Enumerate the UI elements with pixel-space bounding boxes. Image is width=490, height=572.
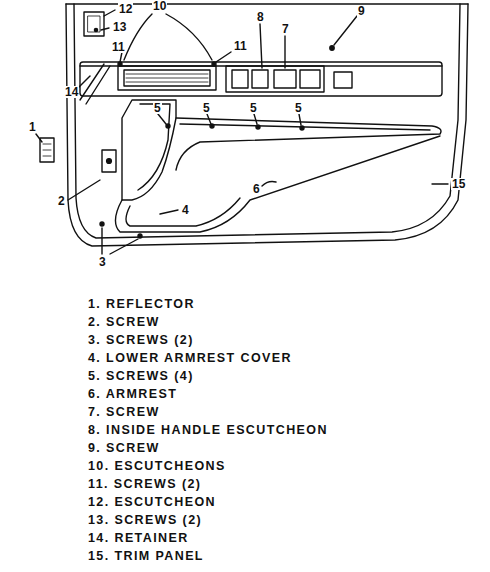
callout-number: 6 <box>252 183 261 195</box>
callout-number: 10 <box>152 0 167 12</box>
parts-list-entry: 4. LOWER ARMREST COVER <box>88 352 292 365</box>
parts-list-entry: 2. SCREW <box>88 316 160 329</box>
parts-list-entry: 13. SCREWS (2) <box>88 514 202 527</box>
parts-list-entry: 8. INSIDE HANDLE ESCUTCHEON <box>88 424 328 437</box>
parts-list-entry: 14. RETAINER <box>88 532 189 545</box>
parts-list-entry: 10. ESCUTCHEONS <box>88 460 226 473</box>
callout-number: 3 <box>98 256 107 268</box>
callout-number: 4 <box>181 204 190 216</box>
callout-number: 13 <box>112 21 127 33</box>
parts-list-entry: 1. REFLECTOR <box>88 298 195 311</box>
callout-number: 7 <box>281 23 290 35</box>
callout-number: 2 <box>57 195 66 207</box>
callout-number: 5 <box>202 102 211 114</box>
callout-number: 8 <box>256 11 265 23</box>
callout-number: 5 <box>249 102 258 114</box>
parts-list-entry: 15. TRIM PANEL <box>88 550 204 563</box>
callout-number: 14 <box>64 86 79 98</box>
callout-number: 5 <box>294 102 303 114</box>
parts-list-entry: 6. ARMREST <box>88 388 177 401</box>
parts-list-entry: 7. SCREW <box>88 406 160 419</box>
parts-list-entry: 11. SCREWS (2) <box>88 478 201 491</box>
callout-number: 5 <box>153 102 162 114</box>
parts-list-entry: 3. SCREWS (2) <box>88 334 194 347</box>
callout-number: 11 <box>233 40 248 52</box>
parts-list-entry: 12. ESCUTCHEON <box>88 496 216 509</box>
callout-number: 12 <box>118 3 133 15</box>
callout-number: 1 <box>28 121 37 133</box>
callout-number: 11 <box>111 41 126 53</box>
callout-number: 15 <box>451 178 466 190</box>
callout-number: 9 <box>357 5 366 17</box>
parts-list-entry: 5. SCREWS (4) <box>88 370 194 383</box>
parts-list-entry: 9. SCREW <box>88 442 160 455</box>
